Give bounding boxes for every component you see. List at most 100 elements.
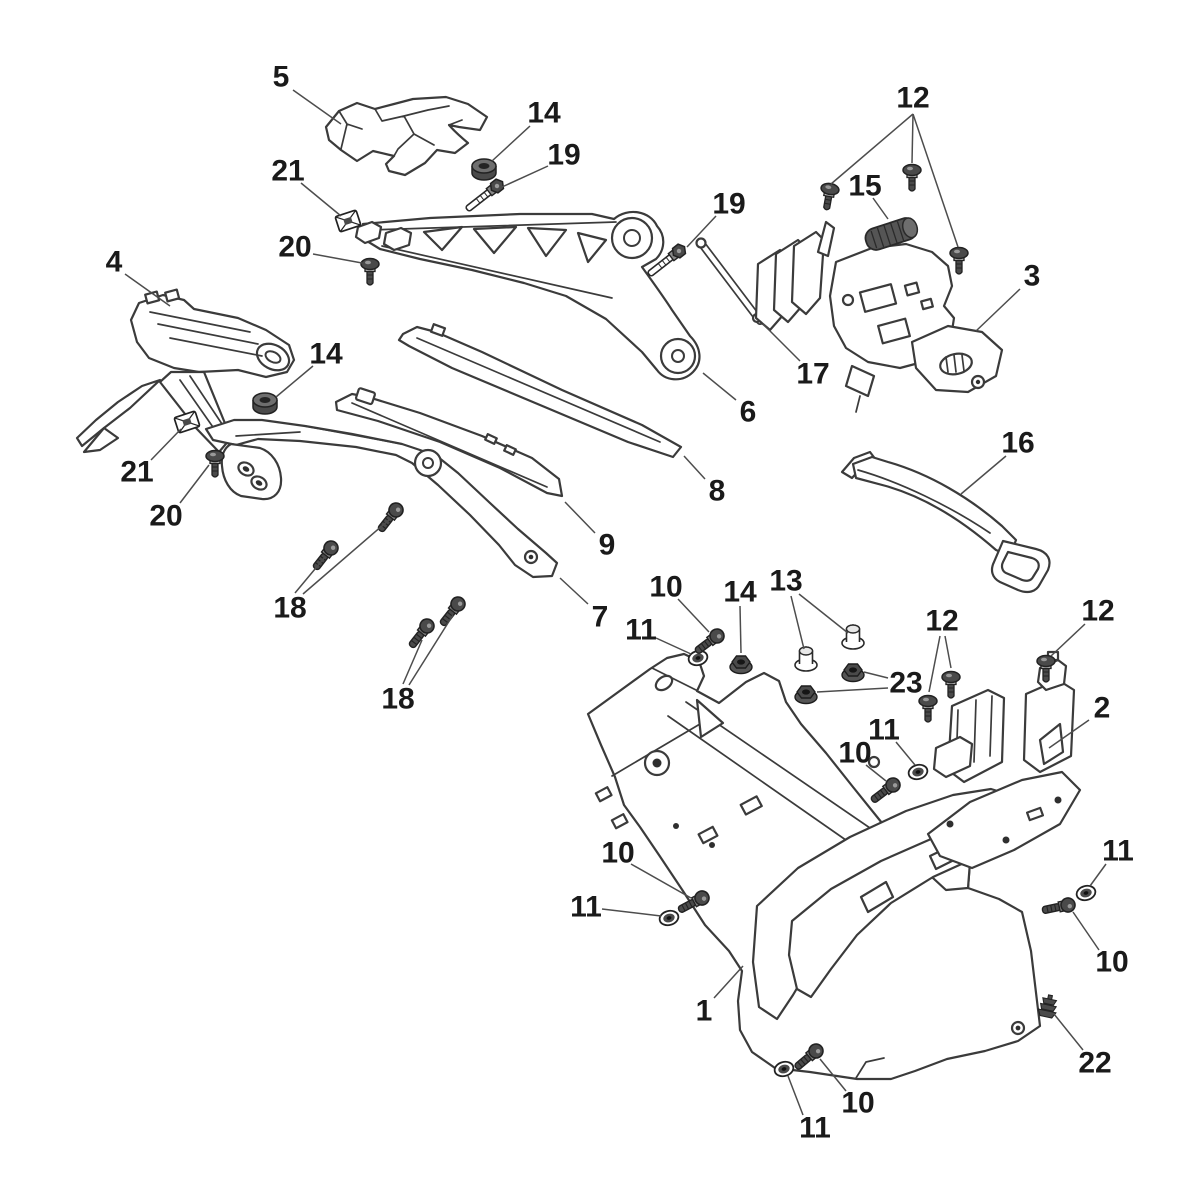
callout-23-label-25: 23: [889, 667, 922, 700]
callout-10-label-33: 10: [601, 837, 634, 870]
clipnut-21-b: [173, 410, 201, 434]
part-2-side-box: [932, 735, 974, 779]
callout-18-leader: [294, 556, 326, 594]
part-17-pivot-pin: [695, 237, 764, 325]
screw-18-d: [435, 593, 469, 630]
part-9-mark: [484, 433, 498, 445]
locknut-14-center: [729, 655, 753, 675]
callout-19-label-2: 19: [547, 139, 580, 172]
part-3-tab-line: [855, 395, 861, 413]
part-16-rubber-strap: [840, 450, 1051, 594]
callout-10-leader: [630, 863, 692, 899]
callout-22-leader: [1053, 1013, 1084, 1051]
part-8-ridge: [416, 337, 661, 443]
part-6-chords: [369, 221, 617, 299]
callout-13-label-24: 13: [769, 565, 802, 598]
callout-20-leader: [312, 253, 363, 264]
callout-17-label-10: 17: [796, 358, 829, 391]
part-15-knurl: [870, 221, 905, 249]
part-3-fin: [790, 230, 826, 316]
callout-5-leader: [292, 89, 342, 125]
callout-14-leader: [275, 365, 314, 398]
part-2-hole: [1002, 836, 1010, 844]
callout-10-leader: [1072, 911, 1100, 951]
screw-18-a: [308, 537, 342, 574]
flangenut-23-b: [794, 685, 818, 705]
clip-22: [1036, 992, 1060, 1020]
part-8-clip: [429, 323, 447, 337]
part-6-boss-upper-hole: [623, 229, 641, 247]
callout-12-label-27: 12: [1081, 595, 1114, 628]
callout-8-leader: [683, 455, 706, 480]
part-15-endcap: [901, 217, 919, 239]
callout-18-leader: [408, 614, 454, 686]
part-8-outline: [397, 325, 683, 459]
callout-12-leader: [944, 635, 952, 669]
part-2-hole: [1054, 796, 1062, 804]
callout-12-leader: [912, 113, 959, 248]
callout-18-leader: [302, 518, 391, 595]
part-3-hole: [841, 293, 855, 307]
callout-18-label-20: 18: [381, 683, 414, 716]
part-2-base: [926, 770, 1082, 870]
part-3-window: [858, 283, 898, 313]
callout-10-label-37: 10: [841, 1087, 874, 1120]
part-6-subframe-rail-right: [354, 210, 701, 381]
part-9-clip: [354, 387, 376, 406]
callout-12-leader: [830, 113, 914, 185]
callout-11-label-29: 11: [868, 714, 900, 747]
part-7-side-rail-left: [204, 418, 559, 579]
callout-1-label-35: 1: [696, 995, 713, 1028]
callout-3-label-9: 3: [1024, 260, 1041, 293]
part-1-bottom-notch: [855, 1057, 885, 1079]
callout-11-leader: [655, 637, 692, 655]
part-6-link-a: [354, 220, 383, 245]
callout-layer: 5141921204121519317616814212097181810111…: [106, 61, 1134, 1145]
callout-21-label-3: 21: [271, 155, 304, 188]
callout-10-leader: [819, 1058, 847, 1092]
part-3-nipple-center: [975, 379, 981, 385]
callout-11-leader: [895, 741, 916, 766]
part-2-hole: [946, 820, 954, 828]
callout-3-leader: [975, 288, 1021, 332]
screw-18-b: [373, 499, 407, 536]
grommet-14-left: [252, 392, 278, 415]
part-2-gusset: [1038, 722, 1065, 766]
part-4-tab: [164, 288, 181, 303]
part-4-fork: [75, 378, 162, 448]
part-3-pad: [903, 281, 921, 297]
part-6-truss-holes: [422, 225, 608, 264]
part-8-side-rail-right: [397, 323, 683, 459]
callout-15-leader: [872, 197, 889, 220]
callout-16-leader: [960, 455, 1007, 495]
part-7-foot-hole-center: [528, 554, 534, 560]
washer-11-d: [657, 907, 681, 929]
callout-12-label-26: 12: [925, 605, 958, 638]
part-1-foot-hole-center: [1015, 1025, 1021, 1031]
callout-13-leader: [798, 593, 849, 634]
callout-18-leader: [402, 639, 423, 685]
part-1-cutout: [594, 786, 613, 803]
callout-12-label-6: 12: [896, 82, 929, 115]
callout-21-label-15: 21: [120, 456, 153, 489]
bolt-19-a: [462, 176, 508, 215]
callout-19-leader: [686, 215, 717, 248]
part-3-spike: [816, 220, 836, 258]
callout-4-label-5: 4: [106, 246, 123, 279]
callout-6-label-11: 6: [740, 396, 757, 429]
callout-18-label-19: 18: [273, 592, 306, 625]
part-1-grommet-hole-center: [652, 758, 662, 768]
callout-20-leader: [179, 464, 210, 504]
callout-7-leader: [559, 577, 589, 605]
screw-10-c: [1040, 895, 1078, 919]
callout-19-leader: [501, 165, 549, 188]
part-1-small-hole: [867, 755, 881, 769]
part-9-ridge: [351, 402, 548, 488]
part-1-channel-lines: [611, 667, 909, 869]
callout-7-label-18: 7: [592, 601, 609, 634]
callout-10-label-21: 10: [649, 571, 682, 604]
callout-20-label-4: 20: [278, 231, 311, 264]
part-1-rivet: [673, 823, 679, 829]
part-9-trim-rail: [334, 387, 564, 498]
